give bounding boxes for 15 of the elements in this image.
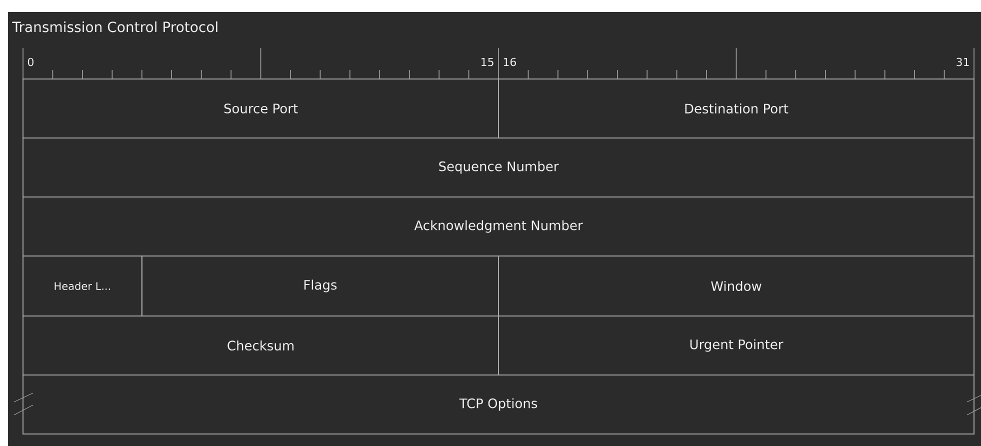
field-box: Flags — [141, 256, 499, 316]
field-box: Checksum — [22, 315, 499, 376]
bit-number: 0 — [28, 58, 34, 66]
field-box: Urgent Pointer — [498, 315, 974, 376]
bit-number: 15 — [482, 58, 494, 66]
field-box: TCP Options — [22, 374, 974, 434]
field-box: Acknowledgment Number — [22, 196, 974, 256]
title: Transmission Control Protocol — [12, 21, 218, 32]
bit-number: 31 — [956, 58, 969, 66]
bit-number: 16 — [504, 58, 516, 66]
field-box: Window — [498, 256, 974, 316]
field-box: Sequence Number — [22, 138, 974, 198]
field-box: Destination Port — [498, 78, 974, 138]
field-box: Header L... — [22, 256, 142, 316]
field-box: Source Port — [22, 78, 499, 138]
